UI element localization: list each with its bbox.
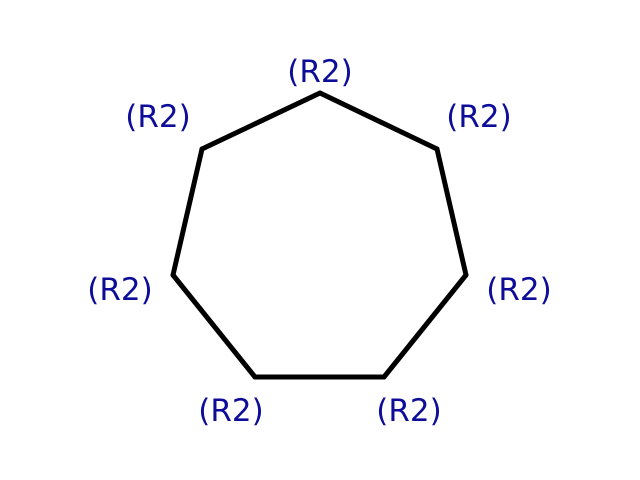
substituent-label-left: (R2): [87, 272, 152, 308]
ring-bond-1: [317, 90, 440, 152]
ring-bonds: [170, 90, 469, 380]
ring-bond-3: [381, 272, 469, 380]
ring-bond-7: [199, 90, 323, 152]
ring-bond-5: [170, 272, 258, 380]
ring-bond-6: [170, 146, 205, 278]
substituent-label-right: (R2): [486, 272, 551, 308]
substituent-label-upper-right: (R2): [446, 99, 511, 135]
substituent-label-upper-left: (R2): [125, 99, 190, 135]
substituent-label-lower-right: (R2): [376, 393, 441, 429]
substituent-label-lower-left: (R2): [198, 393, 263, 429]
substituent-labels: (R2) (R2) (R2) (R2) (R2) (R2) (R2): [87, 54, 551, 429]
substituent-label-top: (R2): [287, 54, 352, 90]
ring-bond-2: [434, 146, 469, 278]
